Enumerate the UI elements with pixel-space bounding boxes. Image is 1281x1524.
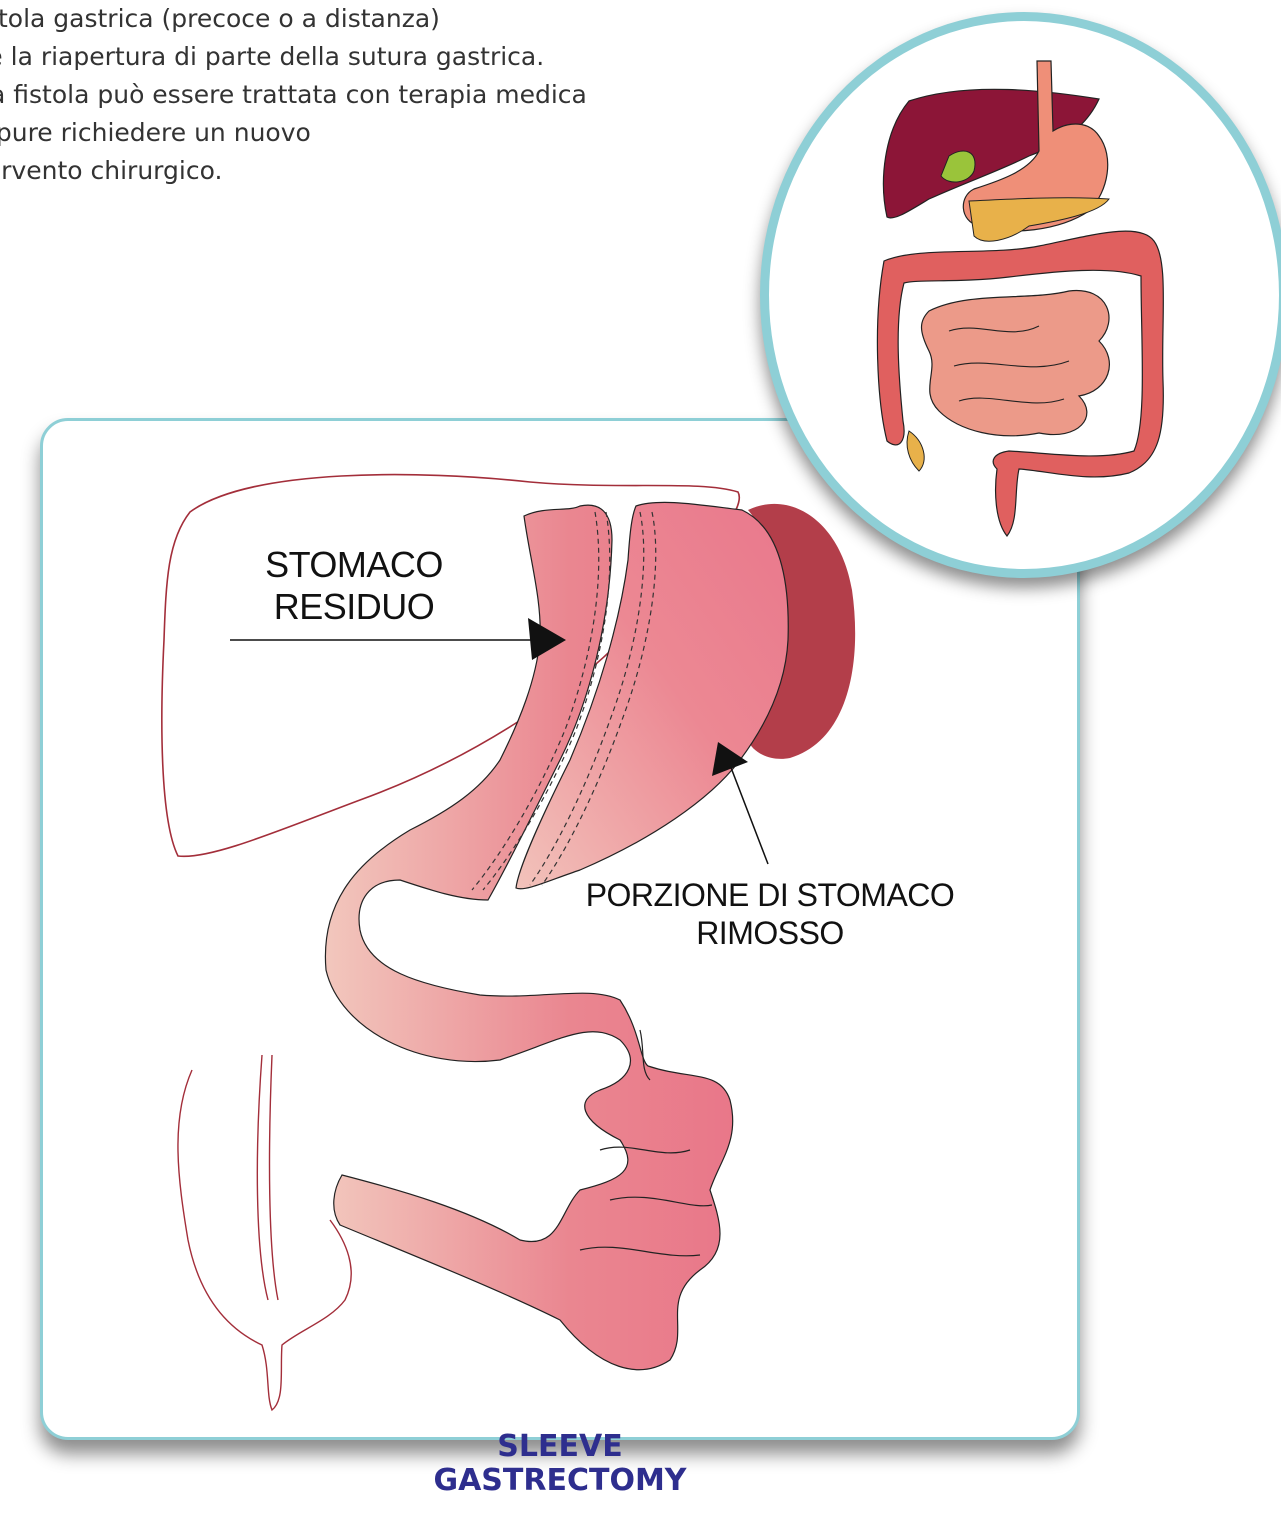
label-line: RIMOSSO [570, 914, 970, 952]
label-stomaco-residuo: STOMACO RESIDUO [234, 544, 474, 628]
pancreas-shape [969, 198, 1109, 241]
caption-line: GASTRECTOMY [380, 1464, 740, 1498]
colon-outline [178, 1055, 351, 1410]
caption-line: SLEEVE [380, 1430, 740, 1464]
diagram-caption: SLEEVE GASTRECTOMY [380, 1430, 740, 1498]
appendix-shape [907, 431, 924, 471]
digestive-system-inset [760, 12, 1281, 578]
digestive-system-illustration [769, 21, 1279, 569]
label-line: RESIDUO [234, 586, 474, 628]
pointer-line [725, 752, 768, 864]
label-porzione-rimossa: PORZIONE DI STOMACO RIMOSSO [570, 876, 970, 952]
small-intestine-shape [922, 291, 1110, 436]
label-line: PORZIONE DI STOMACO [570, 876, 970, 914]
label-line: STOMACO [234, 544, 474, 586]
